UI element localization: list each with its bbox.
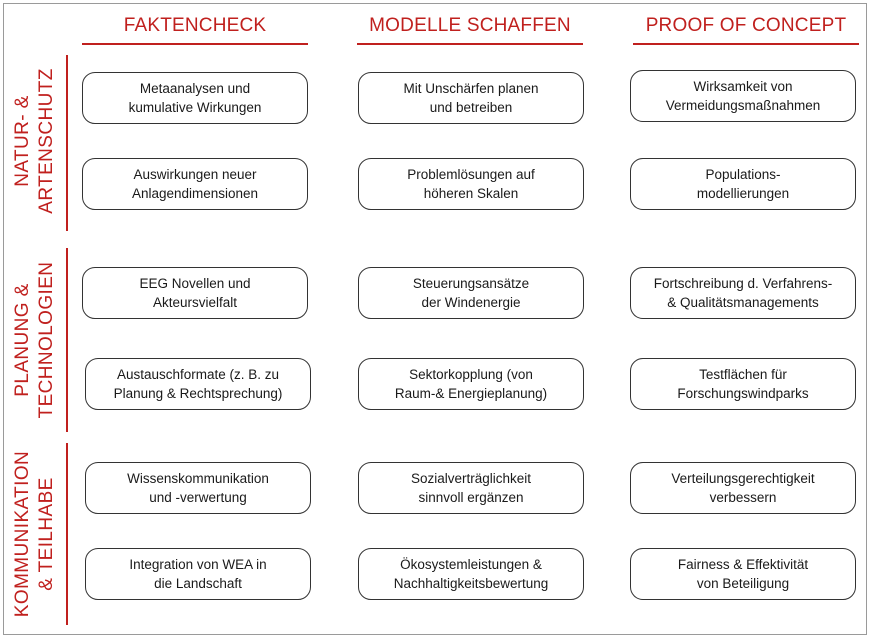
cell-oekosystemleistungen: Ökosystemleistungen &Nachhaltigkeitsbewe… (358, 548, 584, 600)
column-rule-modelle-schaffen (357, 43, 583, 45)
column-header-modelle-schaffen: MODELLE SCHAFFEN (369, 15, 571, 36)
cell-populationsmodellierungen: Populations-modellierungen (630, 158, 856, 210)
row-rule-planung-technologien (66, 248, 68, 432)
row-rule-natur-artenschutz (66, 55, 68, 231)
cell-fortschreibung-verfahren: Fortschreibung d. Verfahrens-& Qualitäts… (630, 267, 856, 319)
column-header-faktencheck: FAKTENCHECK (123, 15, 267, 36)
column-header-proof-of-concept: PROOF OF CONCEPT (645, 15, 847, 36)
column-rule-faktencheck (82, 43, 308, 45)
row-label-natur-artenschutz: NATUR- & ARTENSCHUTZ (12, 68, 57, 214)
diagram-frame (3, 3, 867, 635)
row-label-planung-technologien: PLANUNG & TECHNOLOGIEN (12, 261, 57, 419)
row-rule-kommunikation-teilhabe (66, 443, 68, 625)
row-label-kommunikation-teilhabe: KOMMUNIKATION & TEILHABE (12, 450, 57, 618)
column-rule-proof-of-concept (633, 43, 859, 45)
